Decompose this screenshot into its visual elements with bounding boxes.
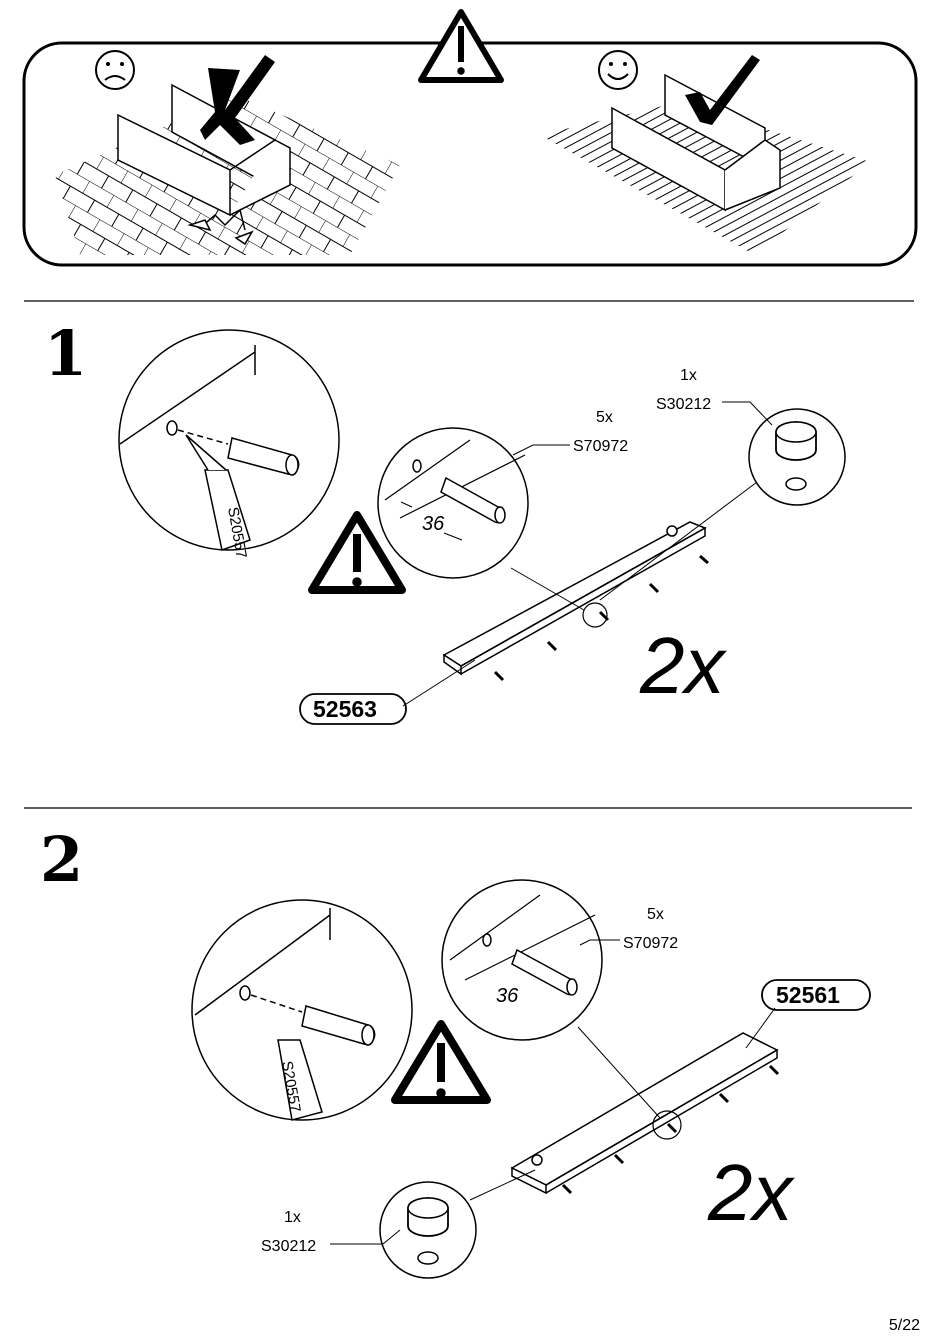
panel-52563 — [442, 521, 709, 682]
panel-code: 52561 — [776, 982, 840, 1008]
dowel-glue-detail — [191, 899, 413, 1121]
pin-part-code: S70972 — [623, 935, 678, 952]
step-1-illustration — [118, 329, 846, 725]
warning-header — [22, 9, 918, 267]
warning-triangle-icon — [418, 9, 504, 83]
pins-detail — [441, 879, 603, 1041]
sad-face-icon — [95, 50, 135, 90]
cam-qty: 1x — [284, 1209, 301, 1226]
step-2-illustration — [191, 879, 871, 1279]
cam-qty: 1x — [680, 367, 697, 384]
pins-detail — [377, 427, 529, 579]
pin-part-code: S70972 — [573, 438, 628, 455]
warning-triangle-icon — [391, 1020, 491, 1104]
part-code-pill — [299, 693, 407, 725]
part-code-pill — [761, 979, 871, 1011]
multiplier: 2x — [707, 1148, 795, 1237]
step-number: 2 — [40, 823, 84, 896]
cross-icon — [200, 55, 275, 145]
dowel-glue-detail — [118, 329, 340, 551]
pin-qty: 5x — [647, 906, 664, 923]
checkmark-icon — [685, 55, 760, 125]
step-number: 1 — [44, 317, 88, 390]
pin-qty: 5x — [596, 409, 613, 426]
bad-example-illustration — [55, 50, 400, 255]
panel-52561 — [510, 1032, 780, 1195]
pin-dimension: 36 — [422, 513, 445, 535]
cam-detail — [748, 408, 846, 506]
multiplier: 2x — [639, 621, 727, 710]
cam-detail — [379, 1181, 477, 1279]
good-example-illustration — [540, 50, 870, 255]
pin-dimension: 36 — [496, 985, 519, 1007]
warning-triangle-icon — [308, 511, 406, 594]
cam-part-code: S30212 — [261, 1238, 316, 1255]
cam-part-code: S30212 — [656, 396, 711, 413]
page-number: 5/22 — [888, 1317, 920, 1334]
happy-face-icon — [598, 50, 638, 90]
panel-code: 52563 — [313, 696, 377, 722]
